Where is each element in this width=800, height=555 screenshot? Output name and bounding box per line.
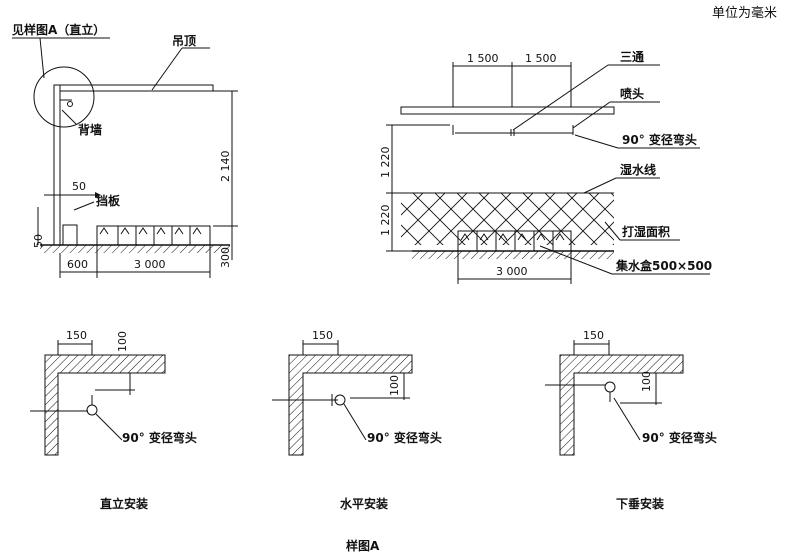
elbow-label: 90° 变径弯头	[622, 132, 697, 147]
right-elevation-view: 1 500 1 500 1 220 1 220 3 000	[379, 49, 712, 284]
detail-pendant: 150 100 90° 变径弯头 下垂安装	[545, 329, 717, 511]
unit-note: 单位为毫米	[712, 5, 777, 21]
baffle-label: 挡板	[96, 193, 121, 208]
detail3-elbow: 90° 变径弯头	[642, 430, 717, 445]
dim-300: 300	[219, 247, 232, 268]
left-elevation-view: 见样图A（直立） 吊顶 背墙 挡板 2 140 300 50 50 600 3 …	[12, 22, 238, 278]
dim-50-top: 50	[72, 180, 86, 193]
sprinkler-pendant	[604, 381, 616, 393]
dim-2140: 2 140	[219, 151, 232, 183]
dim-600: 600	[67, 258, 88, 271]
caption-pendant: 下垂安装	[616, 496, 664, 511]
callout-ref-label: 见样图A（直立）	[12, 22, 105, 37]
dim-1220-top: 1 220	[379, 147, 392, 179]
nozzle-label: 喷头	[620, 86, 644, 101]
collection-boxes	[96, 225, 211, 246]
detail-horizontal: 150 100 90° 变径弯头 水平安装	[272, 329, 442, 511]
detail-callout-circle	[33, 66, 95, 128]
detail2-dim-150: 150	[312, 329, 333, 342]
dim-3000-left: 3 000	[134, 258, 166, 271]
tee-label: 三通	[620, 49, 644, 64]
detail3-dim-100: 100	[640, 371, 653, 392]
sprinkler-upright	[86, 404, 98, 416]
dim-50-side: 50	[32, 234, 45, 248]
back-wall-label: 背墙	[78, 122, 102, 137]
ceiling-panel	[59, 84, 214, 92]
floor-hatch-right	[412, 251, 614, 259]
detail3-dim-150: 150	[583, 329, 604, 342]
detail2-elbow: 90° 变径弯头	[367, 430, 442, 445]
dim-1500-b: 1 500	[525, 52, 557, 65]
caption-upright: 直立安装	[100, 496, 148, 511]
ceiling-label: 吊顶	[172, 34, 196, 48]
wet-zone-crosshatch	[401, 193, 614, 245]
detail1-dim-150: 150	[66, 329, 87, 342]
sprinkler-horizontal	[334, 394, 346, 406]
wet-area-label: 打湿面积	[622, 224, 670, 239]
detail1-dim-100: 100	[116, 331, 129, 352]
dim-1500-a: 1 500	[467, 52, 499, 65]
caption-horizontal: 水平安装	[340, 496, 388, 511]
wet-line-label: 湿水线	[620, 162, 656, 177]
back-wall	[53, 84, 61, 246]
baffle	[62, 224, 78, 246]
detail2-dim-100: 100	[388, 375, 401, 396]
detail-upright: 150 100 90° 变径弯头 直立安装	[30, 329, 197, 511]
figure-caption: 样图A	[346, 538, 380, 553]
sprinkler-head	[67, 101, 73, 107]
collector-label: 集水盒500×500	[615, 258, 712, 273]
dim-3000-right: 3 000	[496, 265, 528, 278]
dim-1220-bottom: 1 220	[379, 205, 392, 237]
floor-hatch	[40, 245, 230, 253]
ceiling-panel-right	[400, 106, 615, 115]
detail1-elbow: 90° 变径弯头	[122, 430, 197, 445]
